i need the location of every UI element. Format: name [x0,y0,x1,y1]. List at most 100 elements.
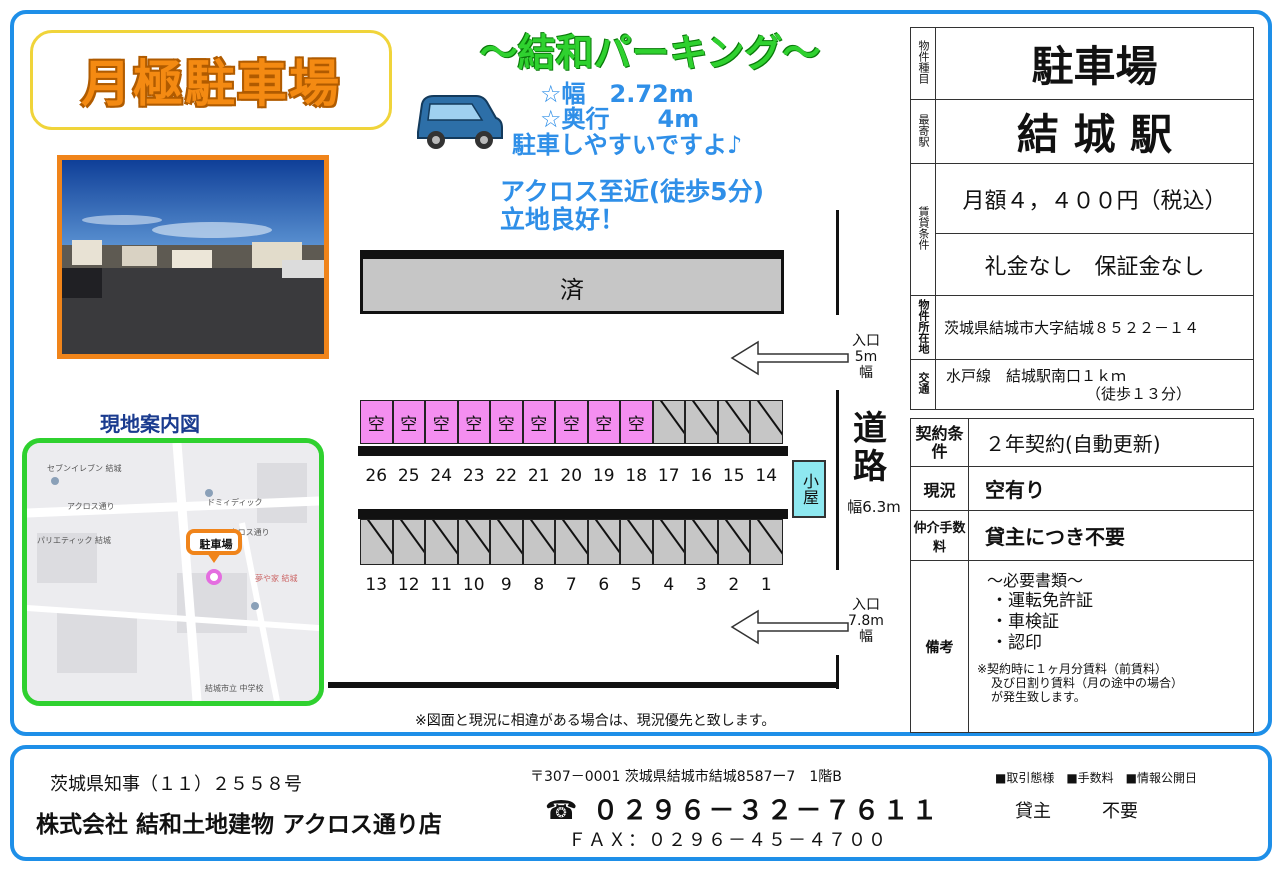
footer-panel [10,745,1272,861]
type-value: 駐車場 [935,27,1254,100]
parking-slot: 空 [620,400,653,444]
contract-info-table: 契約条件 ２年契約(自動更新) 現況 空有り 仲介手数料 貸主につき不要 備考 … [910,418,1254,733]
type-label-text: 物件種目 [917,40,930,84]
map-label-6: 夢や家 結城 [255,573,298,583]
spec-depth: ☆奥行 4m [540,105,700,133]
company-name: 株式会社 結和土地建物 アクロス通り店 [36,812,442,838]
broker-label: 仲介手数料 [910,510,969,561]
slot-number: 1 [760,575,772,595]
parking-marker-icon [206,569,222,585]
road-line-top [836,210,839,315]
broker-value: 貸主につき不要 [968,510,1254,561]
parking-slot: 空 [360,400,393,444]
slot-row-top: 空空空空空空空空空 [360,400,783,444]
slot-number: 10 [462,575,485,595]
top-panel [10,10,1272,736]
lot-bottom-line [328,682,839,688]
slot-number: 2 [728,575,740,595]
spec-width: ☆幅 2.72m [540,80,694,108]
parking-slot: 空 [522,400,555,444]
parking-slot [392,519,425,565]
slot-row-bottom [360,519,783,565]
rent-value: 月額４，４００円（税込） [935,163,1254,234]
map-label-1: セブンイレブン 結城 [47,463,122,473]
slot-number: 19 [592,466,615,486]
station-value: 結 城 駅 [935,99,1254,164]
car-icon [410,82,506,160]
location-map: セブンイレブン 結城 アクロス通り パリエティック 結城 アクロス通り ドミィデ… [22,438,324,706]
parking-slot [360,519,393,565]
terms-label: 賃貸条件 [910,163,936,296]
slot-number: 22 [495,466,518,486]
map-image: セブンイレブン 結城 アクロス通り パリエティック 結城 アクロス通り ドミィデ… [27,443,319,701]
lot-photo-image [62,160,324,354]
docs-title: ～必要書類～ [987,571,1084,590]
company-address: 〒307－0001 茨城県結城市結城8587ー7 1階B [530,769,842,785]
station-label-text: 最寄駅 [917,113,930,147]
parking-slot: 空 [457,400,490,444]
map-label-2: アクロス通り [67,501,115,511]
slot-number: 12 [397,575,420,595]
parking-slot [587,519,620,565]
doc-item: ・車検証 [991,612,1059,632]
parking-slot [717,519,750,565]
reserved-block [360,250,784,314]
parking-slot [620,519,653,565]
transaction-type: 貸主 [1015,801,1051,822]
map-title: 現地案内図 [100,412,200,436]
shed: 小屋 [792,460,826,518]
slot-number: 15 [722,466,745,486]
parking-slot [750,519,783,565]
doc-item: ・認印 [991,633,1042,653]
transport-label-text: 交通 [917,372,930,394]
parking-slot [522,519,555,565]
slot-number: 9 [500,575,512,595]
transport-line-1: 水戸線 結城駅南口１ｋｍ [946,366,1127,385]
slot-number: 17 [657,466,680,486]
parking-slot [652,519,685,565]
parking-slot [652,400,685,444]
parking-slot [490,519,523,565]
status-label: 現況 [910,466,969,511]
row-top-bar [358,446,788,456]
parking-slot [685,519,718,565]
disclaimer: ※図面と現況に相違がある場合は、現況優先と致します。 [415,713,776,729]
entrance-arrow-top-icon [730,340,850,380]
note-line-2: 及び日割り賃料（月の途中の場合） [991,676,1184,690]
property-info-table: 物件種目 駐車場 最寄駅 結 城 駅 賃貸条件 月額４，４００円（税込） 礼金な… [910,27,1254,410]
slot-number: 4 [663,575,675,595]
note-line-1: ※契約時に１ヶ月分賃料（前賃料） [977,662,1168,676]
spec-easy: 駐車しやすいですよ♪ [512,131,743,159]
road-line-bottom [836,655,839,689]
fee-value: 不要 [1102,801,1138,822]
brand-title: ～結和パーキング～ [479,31,821,75]
transport-label: 交通 [910,359,936,410]
map-label-3: パリエティック 結城 [37,535,111,545]
entrance-top-label: 入口5m幅 [852,333,880,381]
slot-number: 20 [560,466,583,486]
notes-value: ～必要書類～ ・運転免許証 ・車検証 ・認印 ※契約時に１ヶ月分賃料（前賃料） … [968,560,1254,733]
slot-number: 25 [397,466,420,486]
fax-number: ＦＡＸ：０２９６－４５－４７００ [568,830,888,851]
slot-number: 5 [630,575,642,595]
road-line-mid [836,390,839,570]
terms-label-text: 賃貸条件 [917,206,930,250]
location-note: 立地良好！ [500,205,626,234]
entrance-arrow-bottom-icon [730,609,850,649]
fees-value: 礼金なし 保証金なし [935,233,1254,296]
parking-slot: 空 [425,400,458,444]
slot-number: 7 [565,575,577,595]
map-label-4: アクロス通り [222,527,270,537]
parking-slot: 空 [555,400,588,444]
slot-number: 23 [462,466,485,486]
note-line-3: が発生致します。 [991,690,1086,704]
slot-number: 21 [527,466,550,486]
parking-slot [457,519,490,565]
lot-photo [57,155,329,359]
parking-slot [425,519,458,565]
doc-item: ・運転免許証 [991,591,1093,611]
slot-number: 14 [755,466,778,486]
entrance-bottom-label: 入口7.8m幅 [848,597,884,645]
